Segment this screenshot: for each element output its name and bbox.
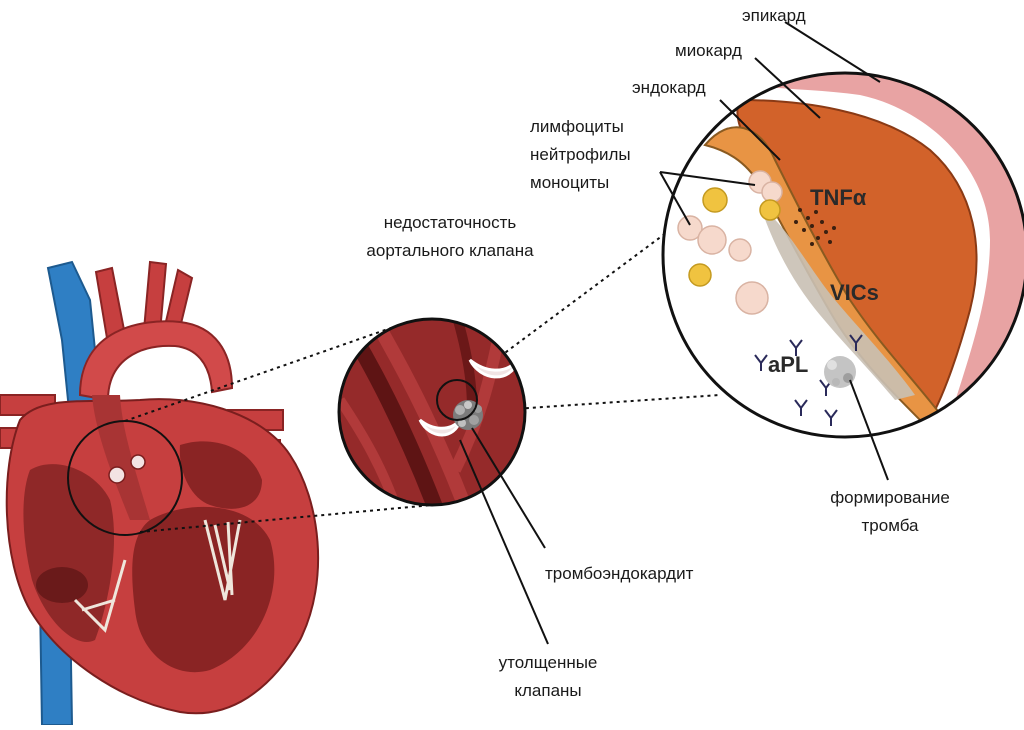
vics-region bbox=[760, 205, 915, 400]
vegetation-thrombus bbox=[453, 400, 483, 430]
label-neutrophils: нейтрофилы bbox=[530, 145, 631, 164]
tnf-dots bbox=[794, 208, 836, 246]
heart-illustration bbox=[0, 260, 320, 726]
label-thickened-line2: клапаны bbox=[514, 681, 582, 700]
label-epicard: эпикард bbox=[742, 6, 806, 25]
vegetation-zoom-circle bbox=[436, 379, 478, 421]
left-ventricle bbox=[132, 506, 275, 673]
valve-zoom-view bbox=[337, 317, 549, 645]
tricuspid-valve bbox=[73, 559, 127, 633]
label-vics: VICs bbox=[830, 280, 879, 305]
label-thickened-line1: утолщенные bbox=[498, 653, 598, 672]
label-endocard: эндокард bbox=[632, 78, 706, 97]
label-thromboendocarditis: тромбоэндокардит bbox=[545, 564, 694, 583]
immune-cells bbox=[677, 170, 783, 315]
label-myocard: миокард bbox=[675, 41, 742, 60]
left-atrium bbox=[179, 441, 262, 509]
ascending-aorta bbox=[92, 395, 150, 520]
mitral-valve bbox=[203, 519, 242, 601]
aortic-valve-cusp bbox=[108, 466, 126, 484]
right-atrium-opening bbox=[36, 567, 88, 603]
label-apl: aPL bbox=[768, 352, 808, 377]
label-thrombus-line1: формирование bbox=[830, 488, 950, 507]
label-monocytes: моноциты bbox=[530, 173, 610, 192]
thrombus-cluster bbox=[824, 356, 856, 388]
aortic-arch bbox=[78, 320, 234, 402]
label-thrombus-line2: тромба bbox=[861, 516, 919, 535]
label-lymphocytes: лимфоциты bbox=[530, 117, 624, 136]
label-tnf: TNFα bbox=[810, 185, 867, 210]
label-aortic-insufficiency-line1: недостаточность bbox=[383, 213, 517, 232]
tissue-zoom-view: TNFα VICs aPL bbox=[659, 21, 1024, 481]
label-aortic-insufficiency-line2: аортального клапана bbox=[366, 241, 534, 260]
aortic-valve-cusp bbox=[130, 454, 146, 470]
